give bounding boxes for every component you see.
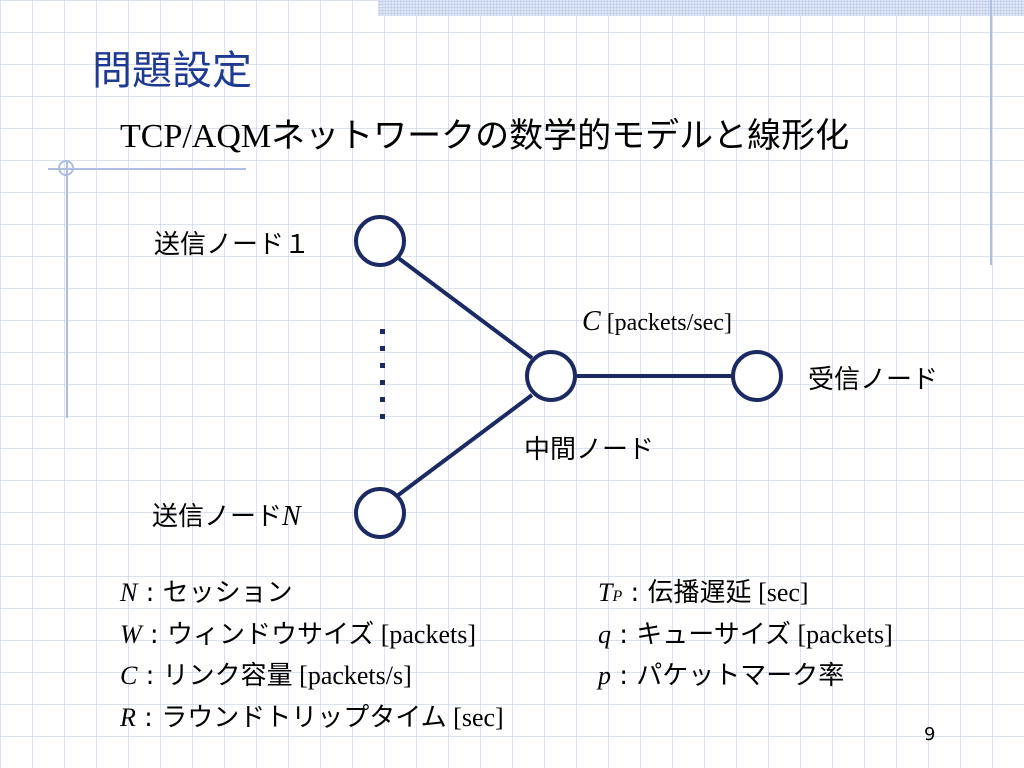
senderN-label: 送信ノードN xyxy=(152,496,301,533)
link-senderN-router xyxy=(395,393,534,498)
subtitle-rest: ネットワークの数学的モデルと線形化 xyxy=(271,116,850,156)
legend-item: C : リンク容量 [packets/s] xyxy=(120,655,412,692)
legend-text: キューサイズ xyxy=(636,620,791,650)
legend-item: TP : 伝播遅延 [sec] xyxy=(598,572,809,609)
legend-text: 伝播遅延 xyxy=(647,578,752,608)
senderN-node xyxy=(354,487,406,539)
legend-symbol: R xyxy=(120,703,136,732)
legend-symbol: W xyxy=(120,620,142,649)
legend-text: リンク容量 xyxy=(162,661,293,691)
capacity-symbol: C xyxy=(582,306,601,337)
legend-item: q : キューサイズ [packets] xyxy=(598,614,893,651)
legend-symbol: T xyxy=(598,578,613,607)
legend-symbol: p xyxy=(598,661,611,690)
legend-sep: : xyxy=(622,578,648,608)
senderN-label-prefix: 送信ノード xyxy=(152,502,283,532)
legend-unit: [packets] xyxy=(374,620,476,649)
legend-unit: [packets/s] xyxy=(292,661,412,690)
legend-sep: : xyxy=(137,661,163,691)
legend-unit: [packets] xyxy=(791,620,893,649)
sender1-label: 送信ノード１ xyxy=(154,230,311,260)
slide-subtitle: TCP/AQMネットワークの数学的モデルと線形化 xyxy=(120,108,849,157)
header-band xyxy=(378,0,1024,16)
legend-sep: : xyxy=(141,620,167,650)
legend-sep: : xyxy=(137,578,163,608)
senderN-label-symbol: N xyxy=(282,501,301,532)
legend-text: セッション xyxy=(162,578,293,608)
legend-unit: [sec] xyxy=(751,578,809,607)
decor-ring xyxy=(58,160,74,176)
page-number: 9 xyxy=(924,724,936,745)
sender1-node xyxy=(354,215,406,267)
slide-title: 問題設定 xyxy=(92,48,252,94)
title-underline-rule xyxy=(48,168,246,170)
legend-item: p : パケットマーク率 xyxy=(598,655,844,692)
legend-item: N : セッション xyxy=(120,572,293,609)
legend-text: パケットマーク率 xyxy=(636,661,845,691)
capacity-label: C [packets/sec] xyxy=(582,306,732,338)
capacity-unit: [packets/sec] xyxy=(606,310,732,336)
legend-symbol: C xyxy=(120,661,138,690)
receiver-label: 受信ノード xyxy=(808,365,939,395)
legend-symbol: q xyxy=(598,620,611,649)
legend-unit: [sec] xyxy=(446,703,504,732)
legend-symbol: N xyxy=(120,578,138,607)
legend-sep: : xyxy=(135,703,162,733)
right-decor-rule xyxy=(990,0,992,265)
legend-sep: : xyxy=(611,661,637,691)
legend-text: ウィンドウサイズ xyxy=(166,620,375,650)
legend-sep: : xyxy=(611,620,637,650)
legend-text: ラウンドトリップタイム xyxy=(161,703,447,733)
link-sender1-router xyxy=(395,255,534,360)
router-label: 中間ノード xyxy=(524,435,655,465)
router-node xyxy=(525,350,577,402)
receiver-node xyxy=(731,350,783,402)
ellipsis-dots xyxy=(380,329,385,419)
subtitle-latin: TCP/AQM xyxy=(120,118,272,155)
left-decor-rule xyxy=(66,160,68,418)
legend-item: W : ウィンドウサイズ [packets] xyxy=(120,614,476,651)
legend-subscript: P xyxy=(612,588,623,605)
legend-item: R : ラウンドトリップタイム [sec] xyxy=(120,697,504,734)
